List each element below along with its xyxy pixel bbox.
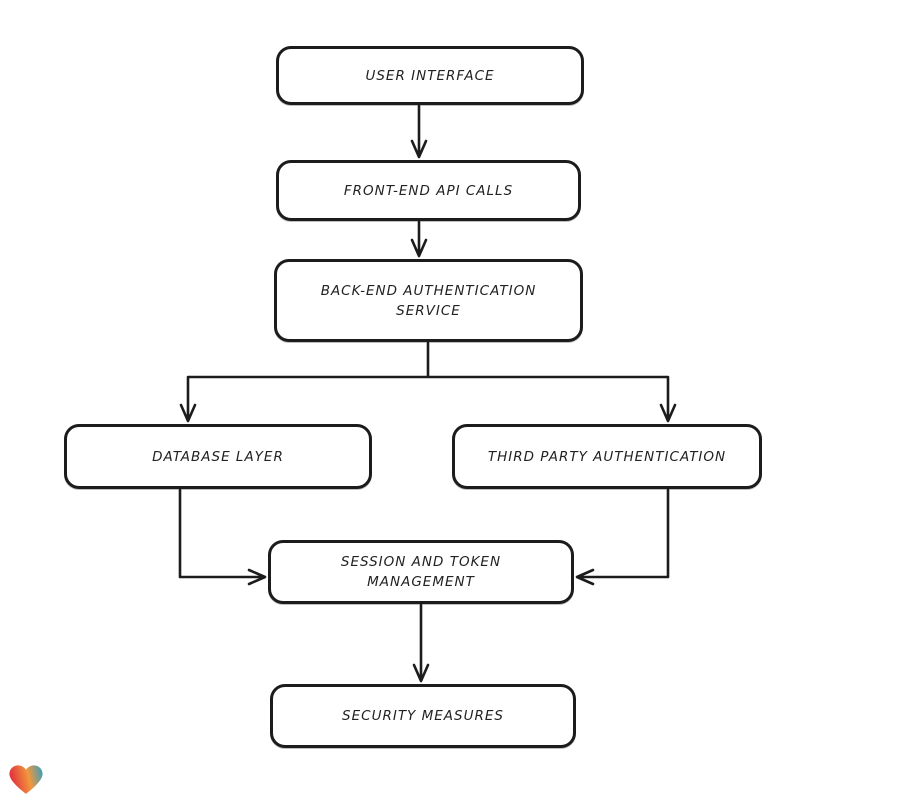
heart-logo-icon[interactable]: [9, 762, 43, 798]
node-security-measures[interactable]: SECURITY MEASURES: [270, 684, 576, 748]
node-session-and-token-management-label: SESSION AND TOKEN MANAGEMENT: [340, 554, 502, 590]
node-front-end-api-calls-label: FRONT-END API CALLS: [343, 182, 514, 199]
connector-backend-branch: [179, 341, 677, 423]
node-session-and-token-management[interactable]: SESSION AND TOKEN MANAGEMENT: [268, 540, 574, 604]
node-third-party-authentication-label: THIRD PARTY AUTHENTICATION: [487, 448, 727, 465]
connector-session-to-security: [412, 603, 430, 683]
connector-ui-to-frontend: [410, 104, 428, 159]
connector-thirdparty-to-session: [575, 488, 670, 586]
node-user-interface[interactable]: USER INTERFACE: [276, 46, 584, 105]
node-security-measures-label: SECURITY MEASURES: [342, 708, 504, 724]
node-database-layer-label: DATABASE LAYER: [152, 448, 284, 465]
connector-database-to-session: [178, 488, 267, 586]
node-back-end-authentication-service[interactable]: BACK-END AUTHENTICATION SERVICE: [274, 259, 583, 342]
node-back-end-authentication-service-label: BACK-END AUTHENTICATION SERVICE: [320, 282, 537, 319]
node-user-interface-label: USER INTERFACE: [365, 67, 495, 84]
node-front-end-api-calls[interactable]: FRONT-END API CALLS: [276, 160, 581, 221]
node-database-layer[interactable]: DATABASE LAYER: [64, 424, 372, 489]
node-third-party-authentication[interactable]: THIRD PARTY AUTHENTICATION: [452, 424, 762, 489]
connector-frontend-to-backend: [410, 220, 428, 258]
